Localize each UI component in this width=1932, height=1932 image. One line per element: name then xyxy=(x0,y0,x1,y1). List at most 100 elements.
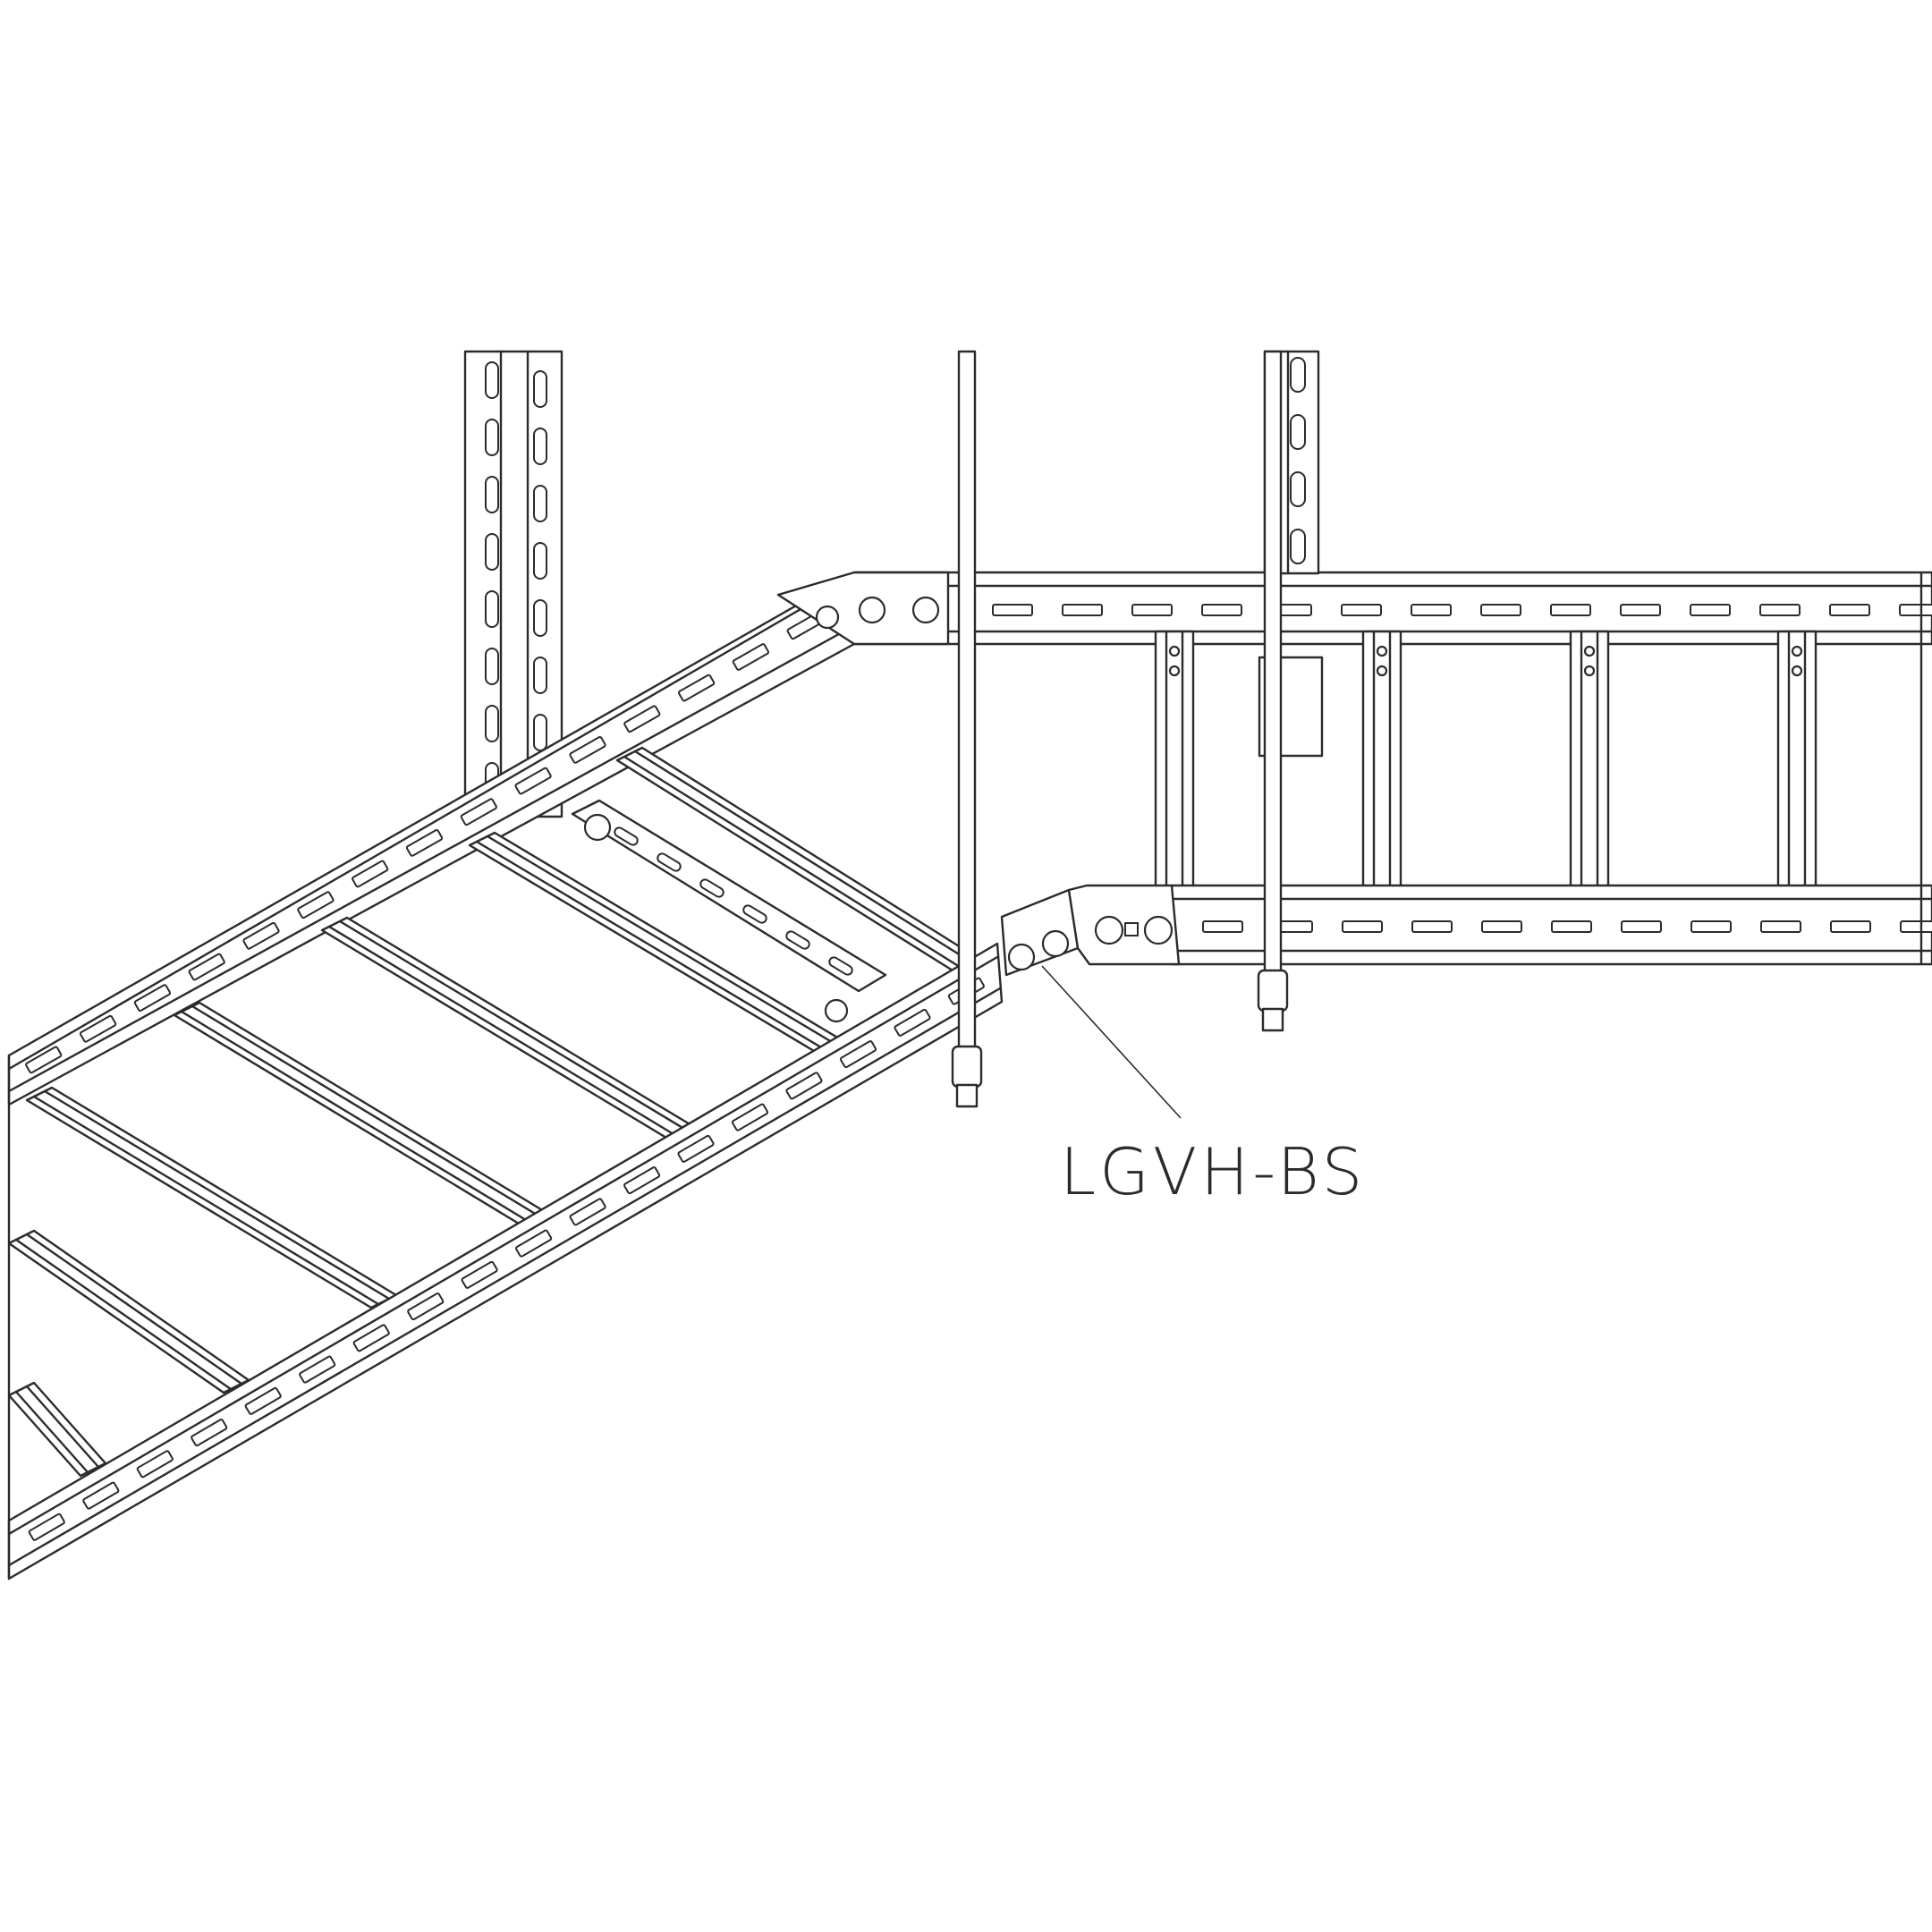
rail-slot xyxy=(514,767,552,795)
callout: LGVH-BS xyxy=(1041,965,1366,1209)
rail-slot xyxy=(1411,920,1453,933)
rail-slot xyxy=(1201,604,1242,616)
bolt-head-icon xyxy=(1094,915,1124,945)
strut-slot xyxy=(533,485,547,522)
rail-slot xyxy=(569,1198,606,1226)
bolt-head-icon xyxy=(583,813,612,842)
rail-slot xyxy=(569,736,606,764)
strut-slot xyxy=(485,590,499,628)
bolt-hole-icon xyxy=(858,596,886,624)
rail-slot xyxy=(1341,604,1382,616)
rail-slot xyxy=(1481,920,1522,933)
rivet-icon xyxy=(1791,645,1803,657)
rail-slot xyxy=(1411,604,1452,616)
bolt-head-icon xyxy=(1143,915,1174,945)
rail-slot xyxy=(732,643,770,671)
channel-slot xyxy=(742,904,767,924)
bolt-hole-icon xyxy=(815,605,840,630)
strut-slot xyxy=(533,714,547,751)
strut-slot xyxy=(1290,471,1306,507)
strut-slot xyxy=(1290,529,1306,564)
ladder-rung xyxy=(320,916,693,1140)
rail-slot xyxy=(191,1419,228,1447)
bolt-head-icon xyxy=(1007,943,1036,971)
rail-slot xyxy=(460,798,497,826)
rail-slot xyxy=(623,705,661,733)
rail-slot xyxy=(515,1229,553,1258)
rail-slot xyxy=(407,1292,445,1321)
rail-slot xyxy=(1131,604,1173,616)
rivet-icon xyxy=(1168,645,1181,657)
rail-slot xyxy=(299,1355,336,1384)
rail-slot xyxy=(244,1386,282,1415)
rail-slot xyxy=(1690,920,1732,933)
threaded-rod-left xyxy=(951,350,983,1108)
vertical-strut-channel-left xyxy=(463,350,564,818)
rail-slot xyxy=(1899,604,1932,616)
rail-slot xyxy=(1621,920,1662,933)
rail-slot xyxy=(1900,920,1932,933)
rail-slot xyxy=(1759,604,1801,616)
bolt-hole-icon xyxy=(911,596,940,624)
rivet-icon xyxy=(1791,665,1803,677)
rail-slot xyxy=(461,1260,498,1289)
rail-slot xyxy=(188,953,225,981)
callout-label: LGVH-BS xyxy=(1060,1134,1366,1209)
rail-slot xyxy=(79,1014,117,1043)
rail-slot xyxy=(1480,604,1521,616)
rail-slot xyxy=(839,1040,877,1069)
rail-slot xyxy=(1620,604,1661,616)
rivet-icon xyxy=(1583,665,1596,677)
hex-nut-icon xyxy=(1257,969,1289,1013)
strut-slot xyxy=(1290,414,1306,450)
rail-slot xyxy=(352,1324,390,1352)
rail-slot xyxy=(1829,604,1870,616)
rail-slot xyxy=(894,1008,931,1037)
corner-joint-plate-back xyxy=(776,571,950,646)
strut-slot xyxy=(485,361,499,399)
ladder-rung xyxy=(7,1381,107,1478)
rail-slot xyxy=(1342,920,1383,933)
rail-slot xyxy=(133,984,172,1012)
rail-slot xyxy=(25,1046,63,1074)
channel-slot xyxy=(785,930,810,950)
strut-slot xyxy=(485,476,499,513)
strut-slot xyxy=(485,648,499,685)
rail-slot xyxy=(352,860,389,888)
rivet-icon xyxy=(1376,645,1388,657)
straight-ladder-right xyxy=(852,571,1932,966)
rail-slot xyxy=(28,1513,65,1541)
ladder-rung xyxy=(7,1229,250,1394)
angled-ladder-left xyxy=(7,571,1004,1580)
rail-slot xyxy=(623,1166,661,1195)
rail-slot xyxy=(405,829,444,857)
rail-slot xyxy=(1690,604,1731,616)
rail-slot xyxy=(297,891,335,919)
rail-slot xyxy=(1202,920,1243,933)
rail-slot xyxy=(1830,920,1871,933)
rail-slot xyxy=(1550,604,1591,616)
ladder-rung xyxy=(173,1001,546,1225)
rail-slot xyxy=(677,674,716,702)
rail-slot xyxy=(136,1450,174,1479)
rail-slot xyxy=(1551,920,1592,933)
channel-slot xyxy=(699,878,724,898)
rail-slot xyxy=(82,1481,120,1510)
channel-slot xyxy=(614,826,639,846)
rivet-icon xyxy=(1168,665,1181,677)
strut-slot xyxy=(533,428,547,465)
bolt-head-icon xyxy=(1041,929,1070,958)
rail-slot xyxy=(992,604,1033,616)
strut-slot xyxy=(533,657,547,694)
strut-slot xyxy=(533,599,547,637)
strut-slot xyxy=(485,705,499,742)
rail-slot xyxy=(1760,920,1801,933)
lgvh-bs-bracket xyxy=(1000,884,1181,977)
strut-slot xyxy=(1290,357,1306,393)
rail-slot xyxy=(731,1103,769,1131)
strut-slot xyxy=(485,533,499,571)
rivet-icon xyxy=(1583,645,1596,657)
threaded-rod-right xyxy=(1257,350,1289,1032)
hex-nut-icon xyxy=(951,1045,983,1089)
